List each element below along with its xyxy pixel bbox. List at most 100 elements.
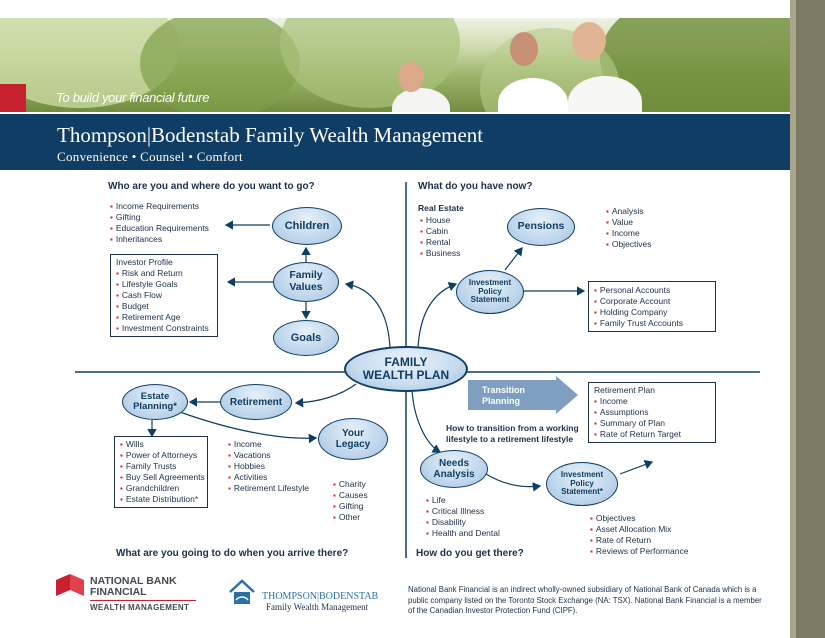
list-item: Power of Attorneys <box>120 450 202 461</box>
node-estate-planning: Estate Planning* <box>122 384 188 420</box>
list-item: Business <box>420 248 461 259</box>
nbf-name-line-3: WEALTH MANAGEMENT <box>90 603 190 612</box>
node-children: Children <box>272 207 342 245</box>
list-item: House <box>420 215 460 226</box>
node-legacy-label-2: Legacy <box>335 439 371 450</box>
list-item: Income <box>228 439 309 450</box>
list-item: Critical Illness <box>426 506 500 517</box>
node-ips-top-label-2: Policy <box>478 286 502 296</box>
estate-list: Wills Power of Attorneys Family Trusts B… <box>120 439 205 505</box>
list-item: Summary of Plan <box>594 418 710 429</box>
list-item: Retirement Age <box>116 312 212 323</box>
center-label-1: FAMILY <box>384 354 428 369</box>
nbf-name-line-2: FINANCIAL <box>90 586 147 598</box>
pensions-list: Analysis Value Income Objectives <box>606 206 652 250</box>
list-item: Asset Allocation Mix <box>590 524 688 535</box>
red-accent-tab <box>0 84 26 112</box>
page-subtitle: Convenience • Counsel • Comfort <box>57 149 243 164</box>
accounts-box: Personal Accounts Corporate Account Hold… <box>588 281 716 332</box>
node-investment-policy-statement-bottom: Investment Policy Statement* <box>546 462 618 506</box>
real-estate-title: Real Estate <box>418 203 464 213</box>
banner-photo <box>0 18 790 114</box>
node-ips-top-label-3: Statement <box>470 295 510 305</box>
list-item: Budget <box>116 301 212 312</box>
list-item: Other <box>333 512 368 523</box>
side-tab-notch <box>790 0 796 638</box>
heading-what-do-you-have: What do you have now? <box>418 181 533 192</box>
page-title: Thompson|Bodenstab Family Wealth Managem… <box>57 123 484 147</box>
transition-planning-arrow <box>468 376 578 414</box>
list-item: Health and Dental <box>426 528 500 539</box>
nbf-divider <box>90 600 196 601</box>
list-item: Objectives <box>590 513 688 524</box>
list-item: Buy Sell Agreements <box>120 472 205 483</box>
accounts-list: Personal Accounts Corporate Account Hold… <box>594 285 710 329</box>
list-item: Rate of Return Target <box>594 429 710 440</box>
node-legacy-label-1: Your <box>341 428 365 439</box>
list-item: Income <box>594 396 710 407</box>
node-ips-top-label-1: Investment <box>468 277 512 287</box>
list-item: Inheritances <box>110 234 209 245</box>
side-tab <box>790 0 825 638</box>
node-family-values: Family Values <box>273 262 339 302</box>
node-ips-bottom-label-3: Statement* <box>561 487 603 497</box>
list-item: Disability <box>426 517 500 528</box>
needs-list: Life Critical Illness Disability Health … <box>426 495 500 539</box>
list-item: Activities <box>228 472 309 483</box>
investor-profile-title: Investor Profile <box>116 257 173 267</box>
node-your-legacy: Your Legacy <box>318 418 388 460</box>
node-needs-label-2: Analysis <box>433 469 475 480</box>
list-item: Gifting <box>333 501 368 512</box>
list-item: Cabin <box>420 226 460 237</box>
heading-what-will-you-do: What are you going to do when you arrive… <box>116 548 349 559</box>
retirement-list: Income Vacations Hobbies Activities Reti… <box>228 439 309 494</box>
ips-bottom-list: Objectives Asset Allocation Mix Rate of … <box>590 513 689 557</box>
node-retirement: Retirement <box>220 384 292 420</box>
list-item: Analysis <box>606 206 652 217</box>
node-family-wealth-plan: FAMILY WEALTH PLAN <box>344 346 468 392</box>
list-item: Wills <box>120 439 202 450</box>
list-item: Retirement Lifestyle <box>228 483 309 494</box>
house-logo-icon <box>229 579 255 604</box>
node-investment-policy-statement-top: Investment Policy Statement <box>456 270 524 314</box>
tb-logo-name: THOMPSON|BODENSTAB <box>262 591 379 602</box>
list-item: Holding Company <box>594 307 710 318</box>
node-pensions: Pensions <box>507 208 575 246</box>
transition-text-2: lifestyle to a retirement lifestyle <box>446 434 574 444</box>
list-item: Family Trusts <box>120 461 202 472</box>
list-item: Income <box>606 228 652 239</box>
node-estate-label-1: Estate <box>140 390 170 402</box>
node-ips-bottom-label-1: Investment <box>560 469 604 479</box>
list-item: Investment Constraints <box>116 323 212 334</box>
tagline: To build your financial future <box>56 90 210 105</box>
tb-logo-tagline: Family Wealth Management <box>266 602 369 612</box>
retirement-plan-title: Retirement Plan <box>594 385 655 395</box>
node-needs-label-1: Needs <box>438 458 469 469</box>
heading-who-are-you: Who are you and where do you want to go? <box>108 181 315 192</box>
node-children-label: Children <box>284 219 330 232</box>
list-item: Estate Distribution* <box>120 494 202 505</box>
list-item: Corporate Account <box>594 296 710 307</box>
real-estate-list: House Cabin Rental Business <box>420 215 461 259</box>
retirement-plan-box: Retirement Plan Income Assumptions Summa… <box>588 382 716 443</box>
list-item: Education Requirements <box>110 223 209 234</box>
title-bar: Thompson|Bodenstab Family Wealth Managem… <box>0 112 790 170</box>
node-estate-label-2: Planning* <box>133 401 177 412</box>
list-item: Vacations <box>228 450 309 461</box>
list-item: Charity <box>333 479 368 490</box>
list-item: Life <box>426 495 500 506</box>
list-item: Objectives <box>606 239 652 250</box>
children-list: Income Requirements Gifting Education Re… <box>110 201 209 245</box>
investor-profile-list: Risk and Return Lifestyle Goals Cash Flo… <box>116 268 212 334</box>
list-item: Family Trust Accounts <box>594 318 710 329</box>
estate-box: Wills Power of Attorneys Family Trusts B… <box>114 436 208 508</box>
node-ips-bottom-label-2: Policy <box>570 478 594 488</box>
disclaimer: National Bank Financial is an indirect w… <box>408 585 762 615</box>
node-needs-analysis: Needs Analysis <box>420 450 488 488</box>
list-item: Assumptions <box>594 407 710 418</box>
node-family-values-label-1: Family <box>289 269 323 282</box>
node-retirement-label: Retirement <box>229 396 283 408</box>
list-item: Grandchildren <box>120 483 202 494</box>
list-item: Reviews of Performance <box>590 546 689 557</box>
heading-how-do-you-get-there: How do you get there? <box>416 548 524 559</box>
